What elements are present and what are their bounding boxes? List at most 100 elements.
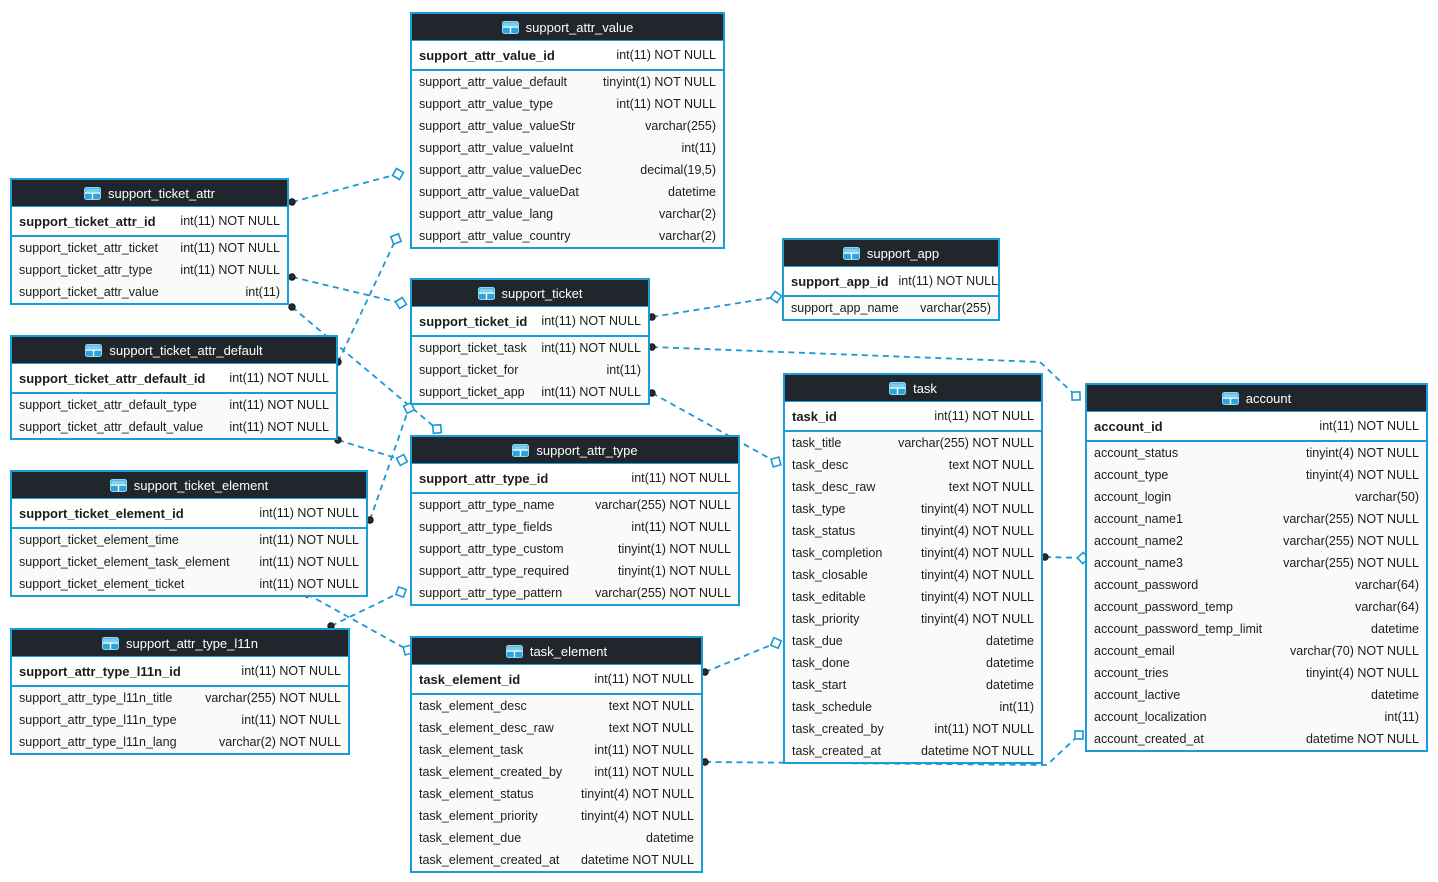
table-header[interactable]: support_ticket_element xyxy=(12,472,366,499)
relationship-support-ticket-to-support-app[interactable] xyxy=(648,290,783,321)
relationship-line[interactable] xyxy=(651,346,1077,397)
table-header[interactable]: support_attr_value xyxy=(412,14,723,41)
table-header[interactable]: support_ticket xyxy=(412,280,648,307)
relationship-line[interactable] xyxy=(651,392,777,463)
relationship-task-to-account[interactable] xyxy=(1041,551,1090,565)
relationship-line[interactable] xyxy=(330,591,402,627)
relationship-support-attr-type-l11n-to-support-attr-type[interactable] xyxy=(327,585,408,630)
table-header[interactable]: support_attr_type_l11n xyxy=(12,630,348,657)
relationship-line[interactable] xyxy=(291,276,402,304)
relationship-line[interactable] xyxy=(651,296,777,318)
table-header[interactable]: support_ticket_attr xyxy=(12,180,287,207)
relationship-line[interactable] xyxy=(704,642,777,673)
relationship-support-ticket-attr-to-support-attr-value[interactable] xyxy=(288,167,405,206)
relationship-support-ticket-attr-default-to-support-attr-value[interactable] xyxy=(334,232,403,366)
table-header[interactable]: support_ticket_attr_default xyxy=(12,337,336,364)
table-header[interactable]: support_app xyxy=(784,240,998,267)
relationship-task-element-to-account[interactable] xyxy=(701,730,1084,766)
relationship-line[interactable] xyxy=(291,173,399,203)
relationship-line[interactable] xyxy=(337,238,397,363)
table-header[interactable]: task_element xyxy=(412,638,701,665)
relationship-support-ticket-attr-default-to-support-attr-type[interactable] xyxy=(334,436,409,467)
relationship-support-ticket-element-to-support-ticket[interactable] xyxy=(366,401,416,524)
relationship-line[interactable] xyxy=(306,593,409,651)
relationship-support-ticket-to-account[interactable] xyxy=(648,343,1081,401)
relationship-line[interactable] xyxy=(369,407,410,521)
table-header[interactable]: support_attr_type xyxy=(412,437,738,464)
table-header[interactable]: account xyxy=(1087,385,1426,412)
